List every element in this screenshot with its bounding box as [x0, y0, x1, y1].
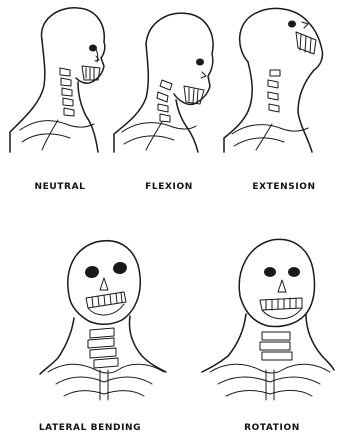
flexion-label: FLEXION	[134, 182, 204, 192]
neutral-label: NEUTRAL	[30, 182, 90, 192]
rotation-label: ROTATION	[232, 423, 312, 433]
lateral-bending-label: LATERAL BENDING	[30, 423, 150, 433]
extension-label: EXTENSION	[244, 182, 324, 192]
